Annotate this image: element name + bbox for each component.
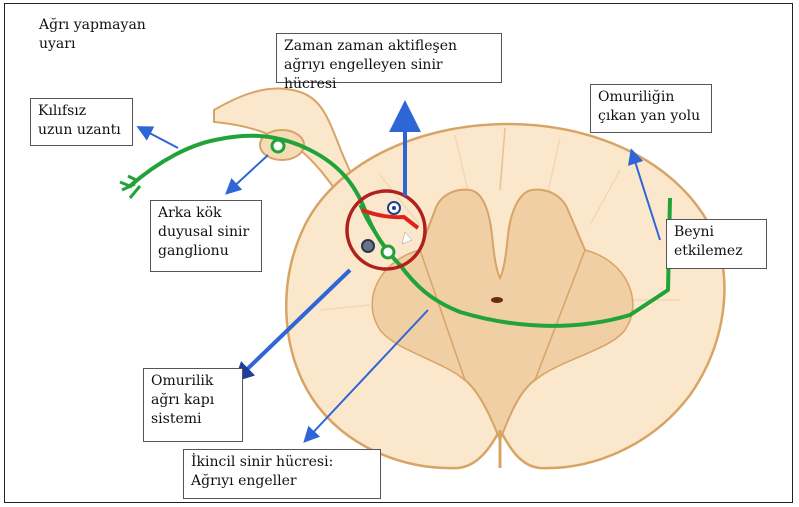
arrow-to-fiber-label xyxy=(140,128,178,148)
label-inhibitory-neuron: Zaman zaman aktifleşen ağrıyı engelleyen… xyxy=(276,33,502,83)
label-dorsal-root-ganglion: Arka kök duyusal sinir ganglionu xyxy=(150,200,262,272)
label-secondary-neuron: İkincil sinir hücresi: Ağrıyı engeller xyxy=(183,449,381,499)
label-no-brain-effect: Beyni etkilemez xyxy=(666,219,767,269)
label-non-painful-stimulus: Ağrı yapmayan uyarı xyxy=(32,13,172,63)
fiber-terminals xyxy=(120,176,140,198)
arrow-to-ganglion-label xyxy=(228,155,268,192)
secondary-neuron xyxy=(382,246,394,258)
label-ascending-tract: Omuriliğin çıkan yan yolu xyxy=(590,84,712,133)
ganglion-cell-body xyxy=(272,140,284,152)
label-gate-control: Omurilik ağrı kapı sistemi xyxy=(143,368,243,442)
dark-neuron xyxy=(362,240,374,252)
label-unmyelinated-fiber: Kılıfsız uzun uzantı xyxy=(30,98,133,146)
central-canal xyxy=(491,297,503,303)
